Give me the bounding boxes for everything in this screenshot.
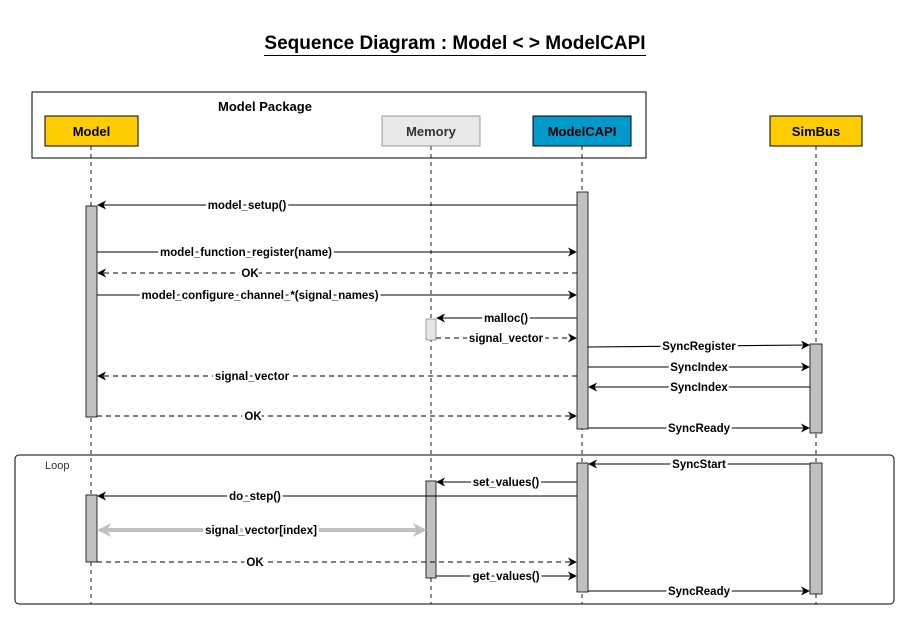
activation-model-2 [85, 494, 98, 563]
participant-simbus-label: SimBus [792, 124, 840, 139]
message-label-ok-1: OK [241, 268, 259, 280]
message-label-signal-vector-index: signal_vector[index] [205, 525, 317, 537]
message-label-syncindex-2: SyncIndex [670, 382, 728, 394]
message-label-model-configure-channel: model_configure_channel_*(signal_names) [141, 290, 378, 302]
message-label-syncready-2: SyncReady [668, 586, 731, 598]
participant-modelcapi-box [532, 115, 632, 147]
activation-model-1 [85, 205, 98, 418]
loop-frame [14, 454, 895, 605]
activation-simbus-1 [809, 343, 823, 434]
package-label: Model Package [218, 99, 312, 114]
activation-simbus-2 [809, 462, 823, 595]
participant-memory-box [381, 115, 481, 147]
participant-memory-label: Memory [406, 124, 457, 139]
participant-modelcapi[interactable]: ModelCAPI [532, 115, 632, 147]
diagram-title: Sequence Diagram : Model < > ModelCAPI [264, 33, 646, 56]
activation-modelcapi-2 [576, 462, 589, 593]
participant-modelcapi-label: ModelCAPI [548, 124, 617, 139]
message-label-set-values: set_values() [473, 477, 540, 489]
message-label-do-step: do_step() [229, 491, 281, 503]
message-label-syncregister: SyncRegister [662, 341, 736, 353]
message-label-ok-3: OK [246, 557, 264, 569]
message-label-ok-2: OK [244, 411, 262, 423]
message-label-syncready-1: SyncReady [668, 423, 731, 435]
message-label-model-setup: model_setup() [208, 200, 287, 212]
message-arrow-syncregister [587, 340, 810, 350]
participant-model-box [44, 115, 139, 147]
activation-memory-1 [425, 318, 437, 341]
participant-model-label: Model [73, 124, 111, 139]
participant-simbus-box [769, 115, 863, 147]
message-label-signal-vector-1: signal_vector [469, 333, 544, 345]
participant-memory[interactable]: Memory [381, 115, 481, 147]
message-label-get-values: get_values() [472, 571, 539, 583]
message-label-syncindex-1: SyncIndex [670, 362, 728, 374]
message-label-malloc: malloc() [484, 313, 528, 325]
message-label-syncstart: SyncStart [672, 459, 726, 471]
participant-simbus[interactable]: SimBus [769, 115, 863, 147]
activation-modelcapi-1 [576, 191, 589, 430]
message-label-signal-vector-2: signal_vector [215, 371, 290, 383]
loop-label: Loop [45, 460, 69, 472]
message-label-model-function-register: model_function_register(name) [160, 247, 332, 259]
participant-model[interactable]: Model [44, 115, 139, 147]
